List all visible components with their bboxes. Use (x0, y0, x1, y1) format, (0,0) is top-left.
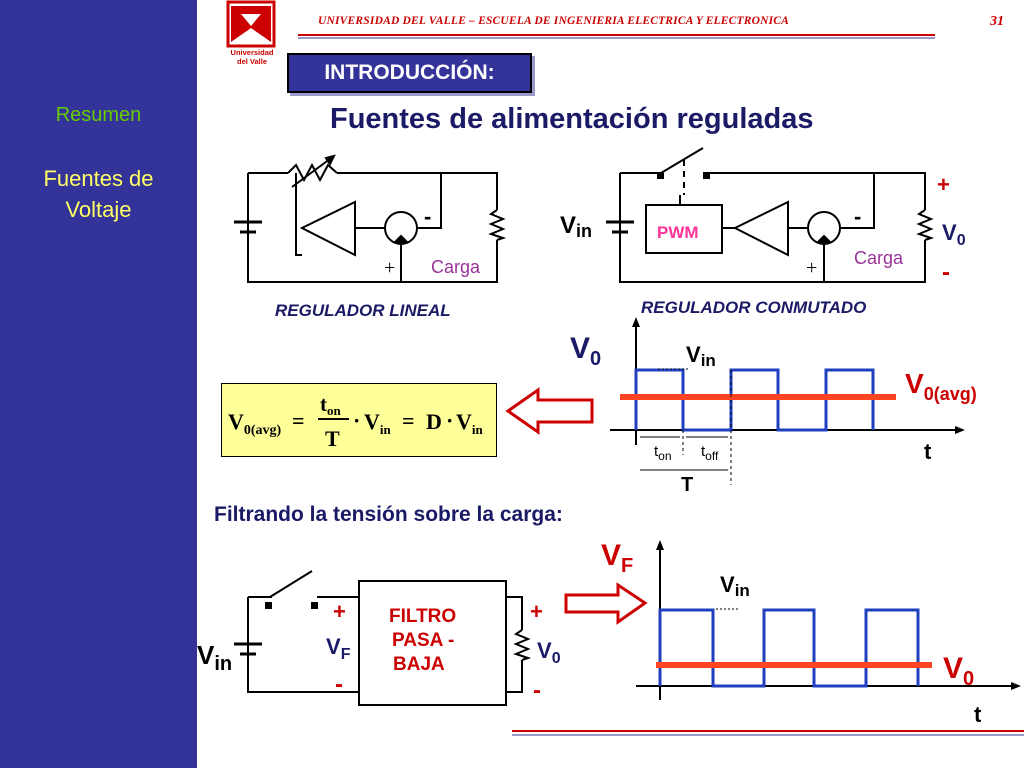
formula-box (221, 383, 497, 457)
linear-plus: + (384, 257, 395, 279)
waveform1-toff: toff (701, 443, 719, 463)
svg-text:=: = (292, 408, 305, 433)
sidebar-item-label-line1: Fuentes de (43, 166, 154, 191)
svg-text:ton: ton (320, 392, 342, 418)
university-logo-icon (226, 0, 276, 48)
section-tag: INTRODUCCIÓN: (287, 53, 532, 93)
pwm-waveform-1 (634, 368, 875, 432)
linear-load-label: Carga (431, 257, 481, 277)
filter-in-minus: - (335, 671, 343, 698)
switching-regulator-circuit (606, 147, 935, 283)
pwm-waveform-2 (658, 608, 920, 688)
switching-caption: REGULADOR CONMUTADO (641, 298, 866, 317)
arrow-right-icon (564, 582, 648, 625)
waveform1-vin: Vin (686, 342, 716, 370)
filter-box-line3: BAJA (393, 654, 445, 675)
linear-regulator-circuit (234, 154, 507, 283)
sidebar-item-label-line2: Voltaje (65, 197, 132, 222)
svg-text:=: = (402, 408, 415, 433)
switching-out-minus: - (942, 259, 950, 286)
svg-text:T: T (325, 426, 340, 451)
switch-dot-right (703, 172, 710, 179)
logo-line1: Universidad (230, 48, 274, 57)
filter-switch-dot-left (265, 602, 272, 609)
sidebar-item-resumen[interactable]: Resumen (55, 104, 142, 126)
waveform1-avg-label: V0(avg) (905, 368, 977, 404)
waveform1-ton: ton (654, 443, 672, 463)
svg-text:Vin: Vin (456, 409, 484, 437)
filter-vin: Vin (197, 640, 232, 675)
filter-out-minus: - (533, 677, 541, 704)
svg-text:Vin: Vin (364, 409, 392, 437)
filter-caption: Filtrando la tensión sobre la carga: (214, 503, 563, 526)
filter-circuit (234, 570, 532, 706)
filter-v0: V0 (537, 638, 561, 667)
waveform1-y-label: V0 (570, 332, 601, 370)
svg-text:V0(avg): V0(avg) (228, 409, 282, 438)
waveform2-t-axis: t (974, 702, 982, 727)
linear-minus: - (424, 204, 431, 229)
waveform2-out-label: V0 (943, 652, 974, 690)
switching-vin: Vin (560, 212, 592, 241)
filter-switch-dot-right (311, 602, 318, 609)
sidebar-item-fuentes-de-voltaje[interactable]: Fuentes de Voltaje (0, 163, 197, 225)
svg-text:·: · (446, 408, 453, 433)
switch-dot-left (657, 172, 664, 179)
svg-text:·: · (353, 408, 360, 433)
switching-plus: + (806, 257, 817, 279)
switching-out-plus: + (937, 172, 950, 197)
logo-line2: del Valle (236, 57, 268, 66)
filter-in-plus: + (333, 599, 346, 624)
arrow-left-icon (505, 387, 594, 435)
duty-cycle-formula: V0(avg) = ton T · Vin = D · Vin (228, 392, 484, 451)
filter-box-line2: PASA - (392, 630, 454, 651)
logo-text: Universidad del Valle (222, 48, 282, 66)
filter-out-plus: + (530, 599, 543, 624)
waveform2-vin: Vin (720, 572, 750, 600)
waveform1-period: T (681, 474, 693, 496)
page-title: Fuentes de alimentación reguladas (330, 103, 814, 135)
linear-caption: REGULADOR LINEAL (275, 301, 451, 320)
waveform2-y-label: VF (601, 539, 633, 577)
switching-v0: V0 (942, 220, 966, 249)
filter-box-line1: FILTRO (389, 606, 456, 627)
switching-load-label: Carga (854, 248, 904, 268)
waveform-2 (636, 540, 1021, 700)
sidebar: Resumen Fuentes de Voltaje (0, 0, 197, 768)
pwm-label: PWM (657, 223, 699, 242)
switching-minus: - (854, 204, 861, 229)
filter-vf: VF (326, 634, 351, 663)
svg-text:D: D (426, 409, 442, 434)
waveform1-t-axis: t (924, 439, 932, 464)
waveform-1 (610, 317, 965, 485)
header-institution: UNIVERSIDAD DEL VALLE – ESCUELA DE INGEN… (318, 15, 790, 27)
page-number: 31 (990, 14, 1004, 29)
